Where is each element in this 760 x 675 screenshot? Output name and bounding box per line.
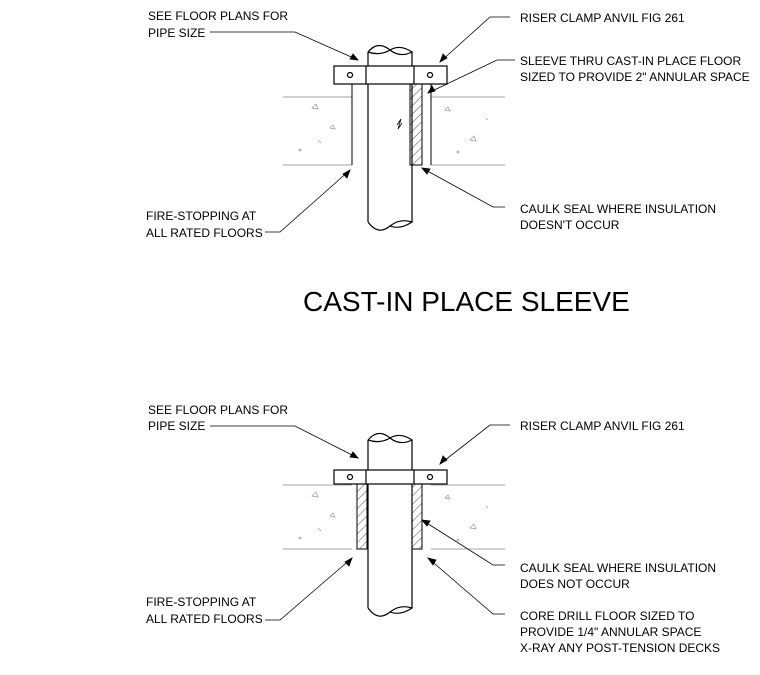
sleeve-top xyxy=(351,83,432,166)
riser-clamp-bottom xyxy=(333,469,448,485)
label-caulk-line1: CAULK SEAL WHERE INSULATION xyxy=(520,202,716,216)
leader-lines-top xyxy=(210,16,515,233)
label-caulk-line1: CAULK SEAL WHERE INSULATION xyxy=(520,561,716,575)
concrete-slab-top xyxy=(283,96,505,166)
label-pipe-size-line1: SEE FLOOR PLANS FOR xyxy=(148,9,288,23)
label-firestopping-line1: FIRE-STOPPING AT xyxy=(146,595,257,609)
riser-clamp-top xyxy=(333,65,448,85)
drawing-title: CAST-IN PLACE SLEEVE xyxy=(303,286,630,317)
label-pipe-size-line2: PIPE SIZE xyxy=(148,26,205,40)
label-pipe-size-line1: SEE FLOOR PLANS FOR xyxy=(148,403,288,417)
concrete-aggregate-marks-bottom xyxy=(298,491,489,542)
label-core-drill-line2: PROVIDE 1/4" ANNULAR SPACE xyxy=(520,625,701,639)
label-firestopping-line2: ALL RATED FLOORS xyxy=(146,226,263,240)
label-sleeve-line2: SIZED TO PROVIDE 2" ANNULAR SPACE xyxy=(520,70,750,84)
label-pipe-size-line2: PIPE SIZE xyxy=(148,419,205,433)
label-caulk-line2: DOESN'T OCCUR xyxy=(520,218,620,232)
label-sleeve-line1: SLEEVE THRU CAST-IN PLACE FLOOR xyxy=(520,54,742,68)
label-core-drill-line3: X-RAY ANY POST-TENSION DECKS xyxy=(520,641,720,655)
detail-core-drill: SEE FLOOR PLANS FOR PIPE SIZE RISER CLAM… xyxy=(146,403,720,655)
label-riser-clamp: RISER CLAMP ANVIL FIG 261 xyxy=(520,419,685,433)
pipe-bottom xyxy=(367,432,414,617)
label-riser-clamp: RISER CLAMP ANVIL FIG 261 xyxy=(520,11,685,25)
concrete-slab-bottom xyxy=(283,484,505,550)
leader-lines-bottom xyxy=(210,424,510,621)
label-firestopping-line2: ALL RATED FLOORS xyxy=(146,612,263,626)
label-caulk-line2: DOES NOT OCCUR xyxy=(520,577,630,591)
detail-cast-in-place: SEE FLOOR PLANS FOR PIPE SIZE RISER CLAM… xyxy=(146,9,750,240)
label-firestopping-line1: FIRE-STOPPING AT xyxy=(146,209,257,223)
label-core-drill-line1: CORE DRILL FLOOR SIZED TO xyxy=(520,609,694,623)
concrete-aggregate-marks xyxy=(298,103,489,154)
